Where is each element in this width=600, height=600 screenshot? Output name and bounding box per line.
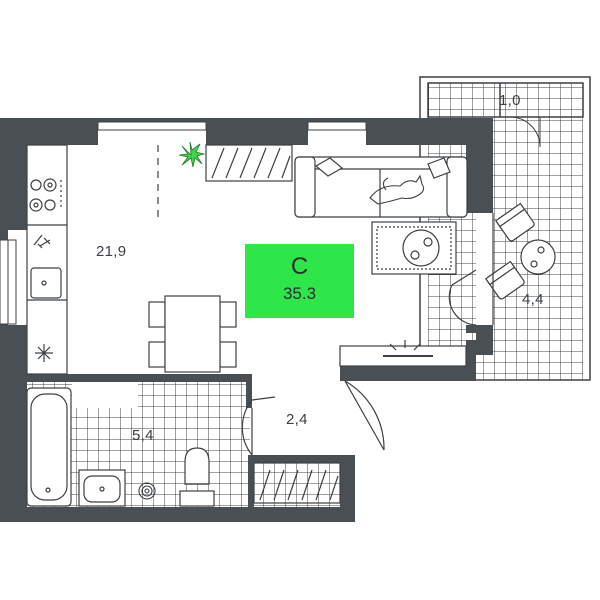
- room-area-hallway: 2,4: [286, 411, 308, 428]
- kitchen-counter: [26, 144, 68, 375]
- bathroom-door: [241, 396, 276, 456]
- cat-icon: [369, 174, 425, 205]
- room-area-balcony-upper: 1,0: [499, 92, 521, 109]
- tiled-floors: [27, 83, 583, 507]
- cooktop-icon: [29, 178, 62, 212]
- rug: [371, 221, 457, 275]
- hall-closet-floor: [252, 462, 340, 507]
- bathtub: [26, 387, 72, 507]
- sink-icon: [30, 234, 62, 299]
- plant-icon: [178, 141, 206, 168]
- washing-machine-icon: [138, 482, 156, 500]
- apartment-badge: C 35.3: [245, 244, 354, 318]
- sofa: [294, 156, 468, 218]
- balcony-door: [448, 213, 494, 326]
- apartment-total-area: 35.3: [282, 284, 317, 303]
- room-area-balcony-lower: 4,4: [522, 291, 544, 308]
- radiators: [205, 144, 341, 504]
- dining-set: [148, 295, 237, 373]
- apartment-class-letter: C: [290, 253, 309, 280]
- walls: [0, 118, 493, 522]
- room-area-living-kitchen: 21,9: [96, 243, 127, 260]
- fridge-asterisk-icon: [35, 344, 53, 362]
- washbasin: [78, 469, 126, 507]
- room-area-bathroom: 5,4: [132, 427, 154, 444]
- windows: [0, 121, 493, 325]
- toilet: [179, 447, 215, 507]
- entry-shelf: [339, 340, 467, 367]
- entrance-door: [344, 380, 385, 451]
